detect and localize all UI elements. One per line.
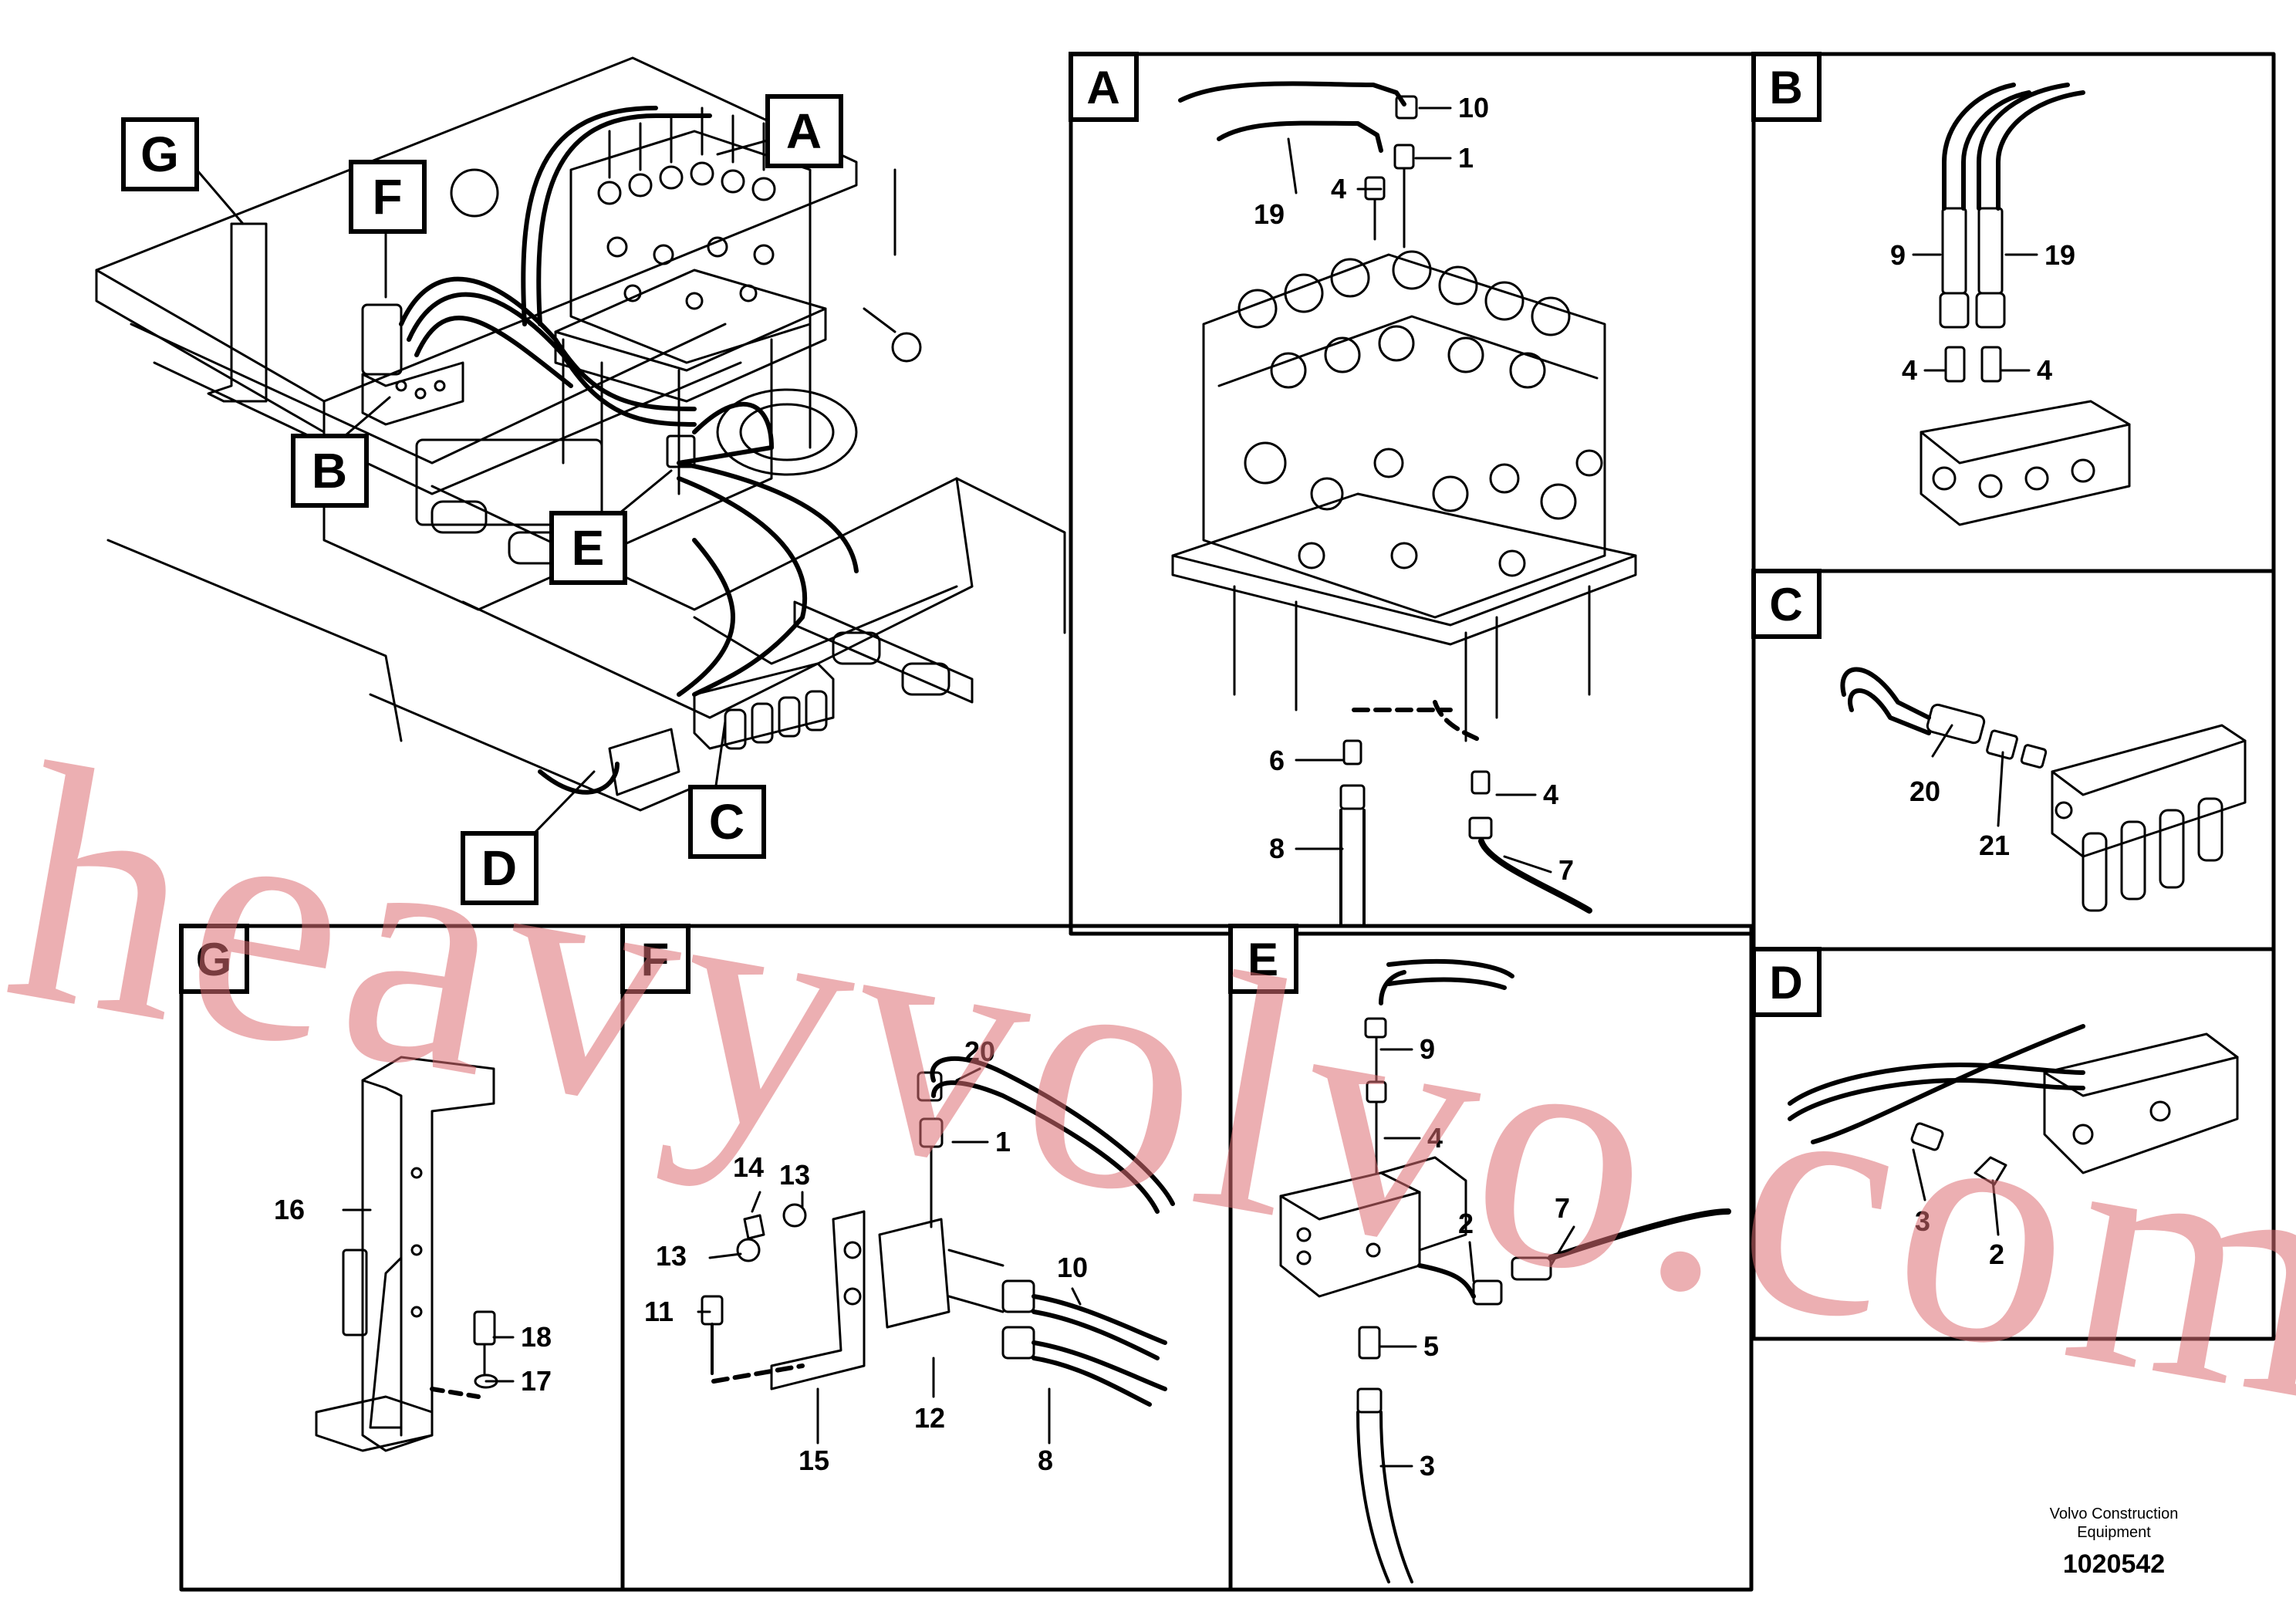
- callout-e-3: 3: [1420, 1450, 1435, 1482]
- panel-c-drawing: [1840, 667, 2247, 912]
- callout-f-12: 12: [914, 1402, 945, 1434]
- overview-letter-g: G: [140, 127, 179, 182]
- panel-title-d: D: [1769, 957, 1802, 1009]
- panel-a-drawing: [1171, 81, 1637, 928]
- callout-f-14: 14: [733, 1151, 764, 1183]
- callout-f-1: 1: [995, 1126, 1011, 1157]
- panel-title-a: A: [1086, 62, 1119, 113]
- overview-machine-frame: [95, 56, 1066, 812]
- callout-e-7: 7: [1555, 1192, 1570, 1224]
- overview-letter-c: C: [709, 794, 745, 850]
- callout-e-2: 2: [1458, 1208, 1474, 1239]
- callout-f-13: 13: [656, 1240, 687, 1272]
- callout-a-4b: 4: [1543, 779, 1558, 810]
- callout-g-16: 16: [274, 1194, 305, 1225]
- overview-letter-e: E: [572, 520, 605, 576]
- callout-a-6: 6: [1269, 745, 1285, 776]
- document-number: 1020542: [2062, 1549, 2166, 1579]
- overview-letter-f: F: [372, 169, 402, 225]
- brand-label: Volvo Construction Equipment: [2006, 1505, 2222, 1542]
- panel-title-b: B: [1769, 62, 1802, 113]
- callout-a-19: 19: [1254, 198, 1285, 230]
- panel-g-drawing: [315, 1056, 498, 1452]
- callout-d-2: 2: [1989, 1238, 2004, 1270]
- callout-b-4-left: 4: [1902, 354, 1917, 386]
- callout-a-7: 7: [1558, 854, 1574, 886]
- callout-f-15: 15: [799, 1445, 829, 1476]
- brand-line-2: Equipment: [2077, 1524, 2151, 1541]
- callout-a-1: 1: [1458, 142, 1474, 174]
- overview-letter-a: A: [786, 103, 822, 159]
- overview-control-valve: [554, 106, 827, 495]
- callout-e-5: 5: [1423, 1330, 1439, 1362]
- callout-f-10: 10: [1057, 1252, 1088, 1283]
- panel-title-e: E: [1248, 934, 1278, 985]
- callout-e-4: 4: [1427, 1122, 1443, 1154]
- panel-b-drawing: [1920, 83, 2131, 526]
- callout-b-19: 19: [2044, 239, 2075, 271]
- callout-f-20: 20: [964, 1036, 995, 1067]
- callout-e-9: 9: [1420, 1033, 1435, 1065]
- callout-a-4: 4: [1331, 173, 1346, 204]
- overview-letter-d: D: [481, 840, 517, 896]
- callout-f-11: 11: [644, 1296, 674, 1327]
- panel-b-frame: [1751, 52, 2276, 573]
- brand-line-1: Volvo Construction: [2049, 1505, 2179, 1522]
- callout-f-13-top: 13: [779, 1159, 810, 1191]
- callout-g-18: 18: [521, 1321, 552, 1353]
- callout-c-21: 21: [1979, 830, 2010, 861]
- callout-a-10: 10: [1458, 92, 1489, 123]
- panel-c-frame: [1751, 569, 2276, 951]
- overview-letter-b: B: [312, 443, 347, 498]
- panel-d-drawing: [1788, 1024, 2239, 1186]
- callout-leaders: [342, 106, 2038, 1468]
- panel-e-drawing: [1279, 959, 1731, 1583]
- callout-b-9: 9: [1890, 239, 1906, 271]
- panel-e-frame: [1228, 924, 1754, 1592]
- callout-g-17: 17: [521, 1365, 552, 1397]
- callout-b-4-right: 4: [2037, 354, 2052, 386]
- panel-f-drawing: [701, 1056, 1175, 1407]
- callout-f-8: 8: [1038, 1445, 1053, 1476]
- callout-a-8: 8: [1269, 833, 1285, 864]
- callout-d-3: 3: [1915, 1205, 1930, 1237]
- panel-a-frame: [1069, 52, 1756, 936]
- panel-title-c: C: [1769, 579, 1802, 630]
- callout-c-20: 20: [1909, 776, 1940, 807]
- panel-d-frame: [1751, 947, 2276, 1341]
- panel-title-f: F: [641, 934, 670, 985]
- detail-letter-boxes: [121, 52, 1822, 1017]
- overview-hoses: [399, 106, 859, 795]
- panel-title-g: G: [196, 934, 232, 985]
